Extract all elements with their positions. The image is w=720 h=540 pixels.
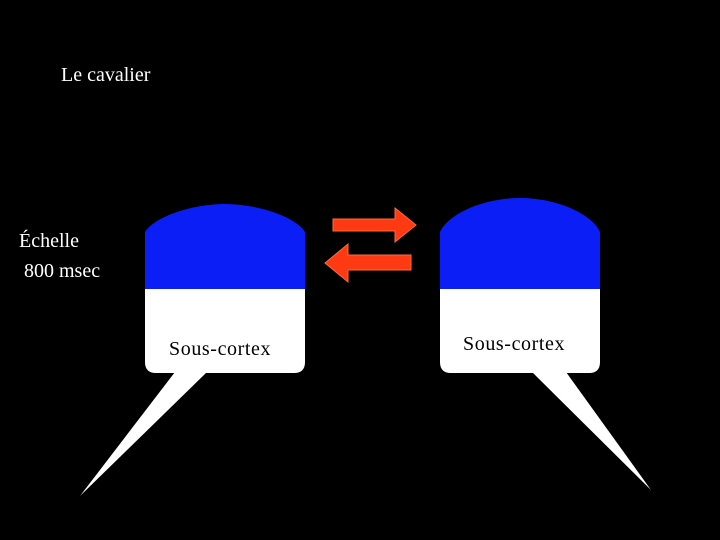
right-subcortex-label: Sous-cortex [463, 334, 565, 354]
left-subcortex [145, 289, 305, 373]
left-cortex [145, 204, 305, 289]
left-brain-stem [80, 372, 207, 496]
right-brain-stem [532, 372, 651, 490]
scale-label: Échelle [19, 231, 79, 251]
right-cortex [440, 198, 600, 289]
slide-title: Le cavalier [61, 65, 150, 85]
arrow-left [325, 244, 411, 282]
right-subcortex [440, 289, 600, 373]
arrow-right [333, 208, 416, 242]
scale-value: 800 msec [24, 261, 100, 281]
left-subcortex-label: Sous-cortex [169, 339, 271, 359]
